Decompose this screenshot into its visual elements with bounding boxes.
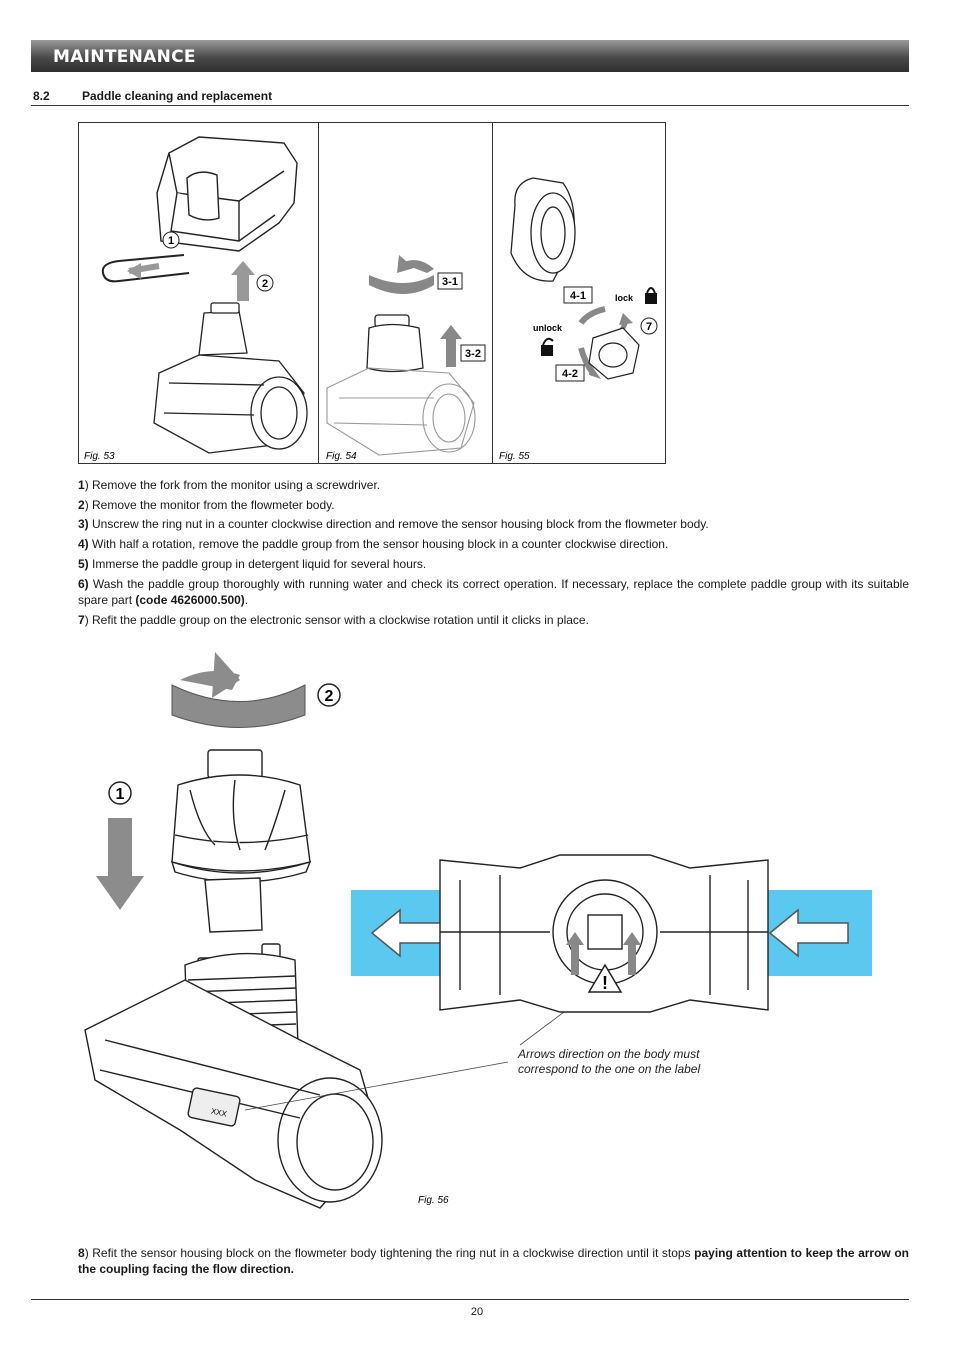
svg-text:Fig. 56: Fig. 56: [418, 1195, 449, 1206]
fig54-illustration: 3-1 3-2 Fig. 54: [326, 255, 486, 462]
svg-text:!: !: [602, 973, 608, 993]
section-number: 8.2: [33, 89, 50, 103]
svg-text:4-2: 4-2: [562, 368, 578, 380]
svg-text:Fig. 54: Fig. 54: [326, 451, 357, 462]
svg-text:Fig. 53: Fig. 53: [84, 451, 115, 462]
svg-text:2: 2: [262, 278, 268, 290]
svg-text:Fig. 55: Fig. 55: [499, 451, 530, 462]
svg-text:1: 1: [116, 786, 125, 803]
svg-text:1: 1: [168, 235, 174, 247]
section-heading: 8.2 Paddle cleaning and replacement: [31, 88, 909, 106]
page-number: 20: [470, 1306, 484, 1318]
step-7: 7) Refit the paddle group on the electro…: [78, 613, 589, 627]
svg-text:3-2: 3-2: [465, 348, 481, 360]
fig55-illustration: 4-1 lock unlock 7 4-2 Fig. 55: [499, 177, 658, 462]
step-3: 3) Unscrew the ring nut in a counter clo…: [78, 517, 709, 531]
step-4: 4) With half a rotation, remove the padd…: [78, 537, 669, 551]
fig53-illustration: 1 2 Fig. 53: [84, 136, 308, 462]
section-banner: MAINTENANCE: [31, 40, 909, 72]
svg-text:3-1: 3-1: [442, 276, 458, 288]
step-8: 8) Refit the sensor housing block on the…: [78, 1246, 909, 1276]
section-title: Paddle cleaning and replacement: [82, 89, 273, 103]
svg-text:XXX: XXX: [210, 1107, 228, 1119]
step-5: 5) Immerse the paddle group in detergent…: [78, 557, 427, 571]
step-6: 6) Wash the paddle group thoroughly with…: [78, 577, 909, 607]
svg-text:7: 7: [646, 321, 652, 333]
svg-text:2: 2: [325, 688, 334, 705]
svg-text:4-1: 4-1: [570, 290, 586, 302]
svg-text:lock: lock: [615, 293, 634, 303]
arrow-direction-note: Arrows direction on the body must corres…: [518, 1047, 701, 1076]
svg-text:unlock: unlock: [533, 323, 563, 333]
figure-panel-top: 1 2 Fig. 53 3-1 3-2: [78, 122, 666, 464]
footer-rule: [31, 1299, 909, 1300]
step-2: 2) Remove the monitor from the flowmeter…: [78, 498, 335, 512]
page-title: MAINTENANCE: [53, 47, 196, 67]
step-1: 1) Remove the fork from the monitor usin…: [78, 478, 381, 492]
fig56-illustration: 2 1 XXX !: [84, 652, 872, 1209]
